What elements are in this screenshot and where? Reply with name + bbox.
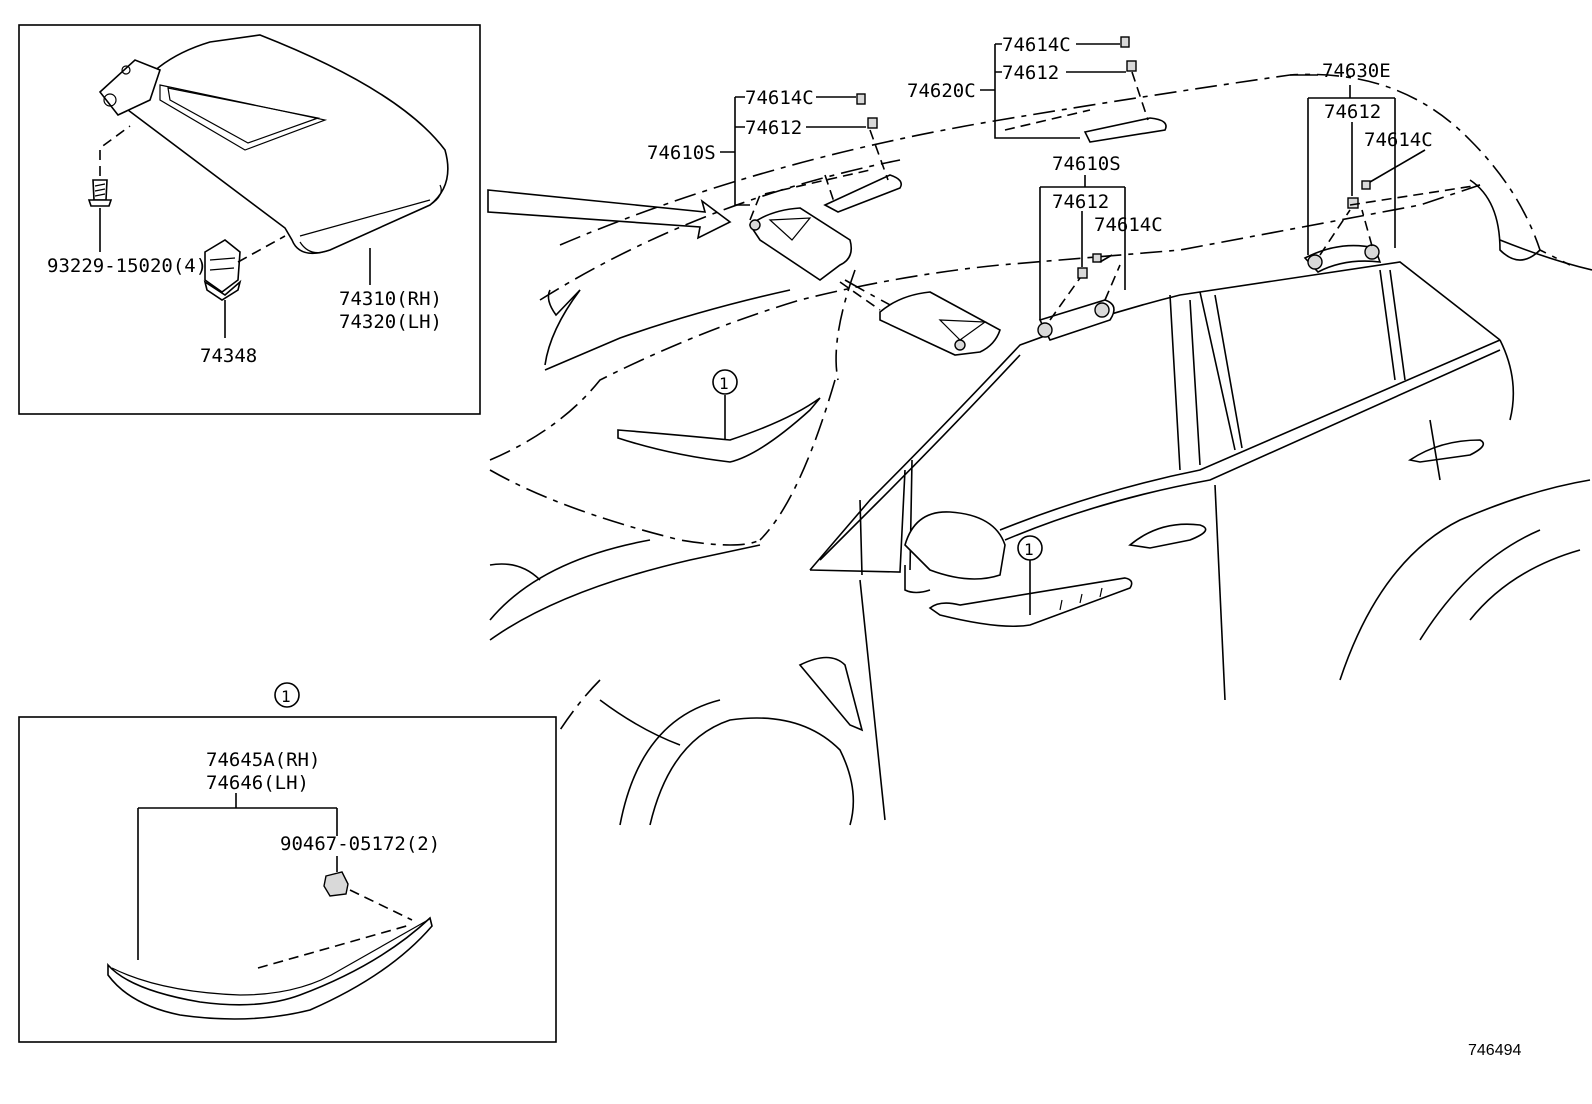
callout-74612-mid: 74612	[1052, 191, 1109, 213]
sun-visor-inset: 93229-15020(4) 74348 74310(RH) 74320(LH)	[18, 24, 481, 415]
clips	[856, 36, 1371, 279]
garnish-strip-drawing	[107, 916, 433, 1020]
ref-marker-windshield: 1	[617, 369, 821, 463]
holder-drawing	[203, 239, 242, 301]
callout-74320: 74320(LH)	[339, 311, 442, 333]
callout-74614c-rear: 74614C	[1364, 129, 1433, 151]
callout-93229-15020: 93229-15020(4)	[47, 255, 207, 277]
assist-grips	[749, 117, 1382, 351]
callout-74610s-mid: 74610S	[1052, 153, 1121, 175]
diagram-id: 746494	[1468, 1042, 1521, 1059]
callout-74610s-front: 74610S	[647, 142, 716, 164]
callout-74620c: 74620C	[907, 80, 976, 102]
svg-text:1: 1	[719, 374, 729, 393]
callout-74612-front: 74612	[745, 117, 802, 139]
callout-74630e: 74630E	[1322, 60, 1391, 82]
callout-74612-top: 74612	[1002, 62, 1059, 84]
svg-text:1: 1	[1024, 540, 1034, 559]
callout-74612-rear: 74612	[1324, 101, 1381, 123]
callout-74646: 74646(LH)	[206, 772, 309, 794]
callout-74645a: 74645A(RH)	[206, 749, 320, 771]
screw-drawing	[87, 179, 113, 207]
callout-74310: 74310(RH)	[339, 288, 442, 310]
callout-90467-05172: 90467-05172(2)	[280, 833, 440, 855]
callout-74614c-mid: 74614C	[1094, 214, 1163, 236]
pointer-arrow	[487, 189, 732, 240]
garnish-marker: 1	[274, 682, 300, 708]
svg-text:1: 1	[281, 687, 291, 706]
sun-visor-on-car	[748, 207, 1001, 356]
leader-lines	[720, 43, 1481, 321]
garnish-inset: 74645A(RH) 74646(LH) 90467-05172(2)	[18, 716, 557, 1043]
ref-marker-door: 1	[928, 535, 1133, 628]
sun-visor-drawing	[127, 34, 449, 255]
callout-74348: 74348	[200, 345, 257, 367]
callout-74614c-top: 74614C	[1002, 34, 1071, 56]
callout-74614c-front: 74614C	[745, 87, 814, 109]
